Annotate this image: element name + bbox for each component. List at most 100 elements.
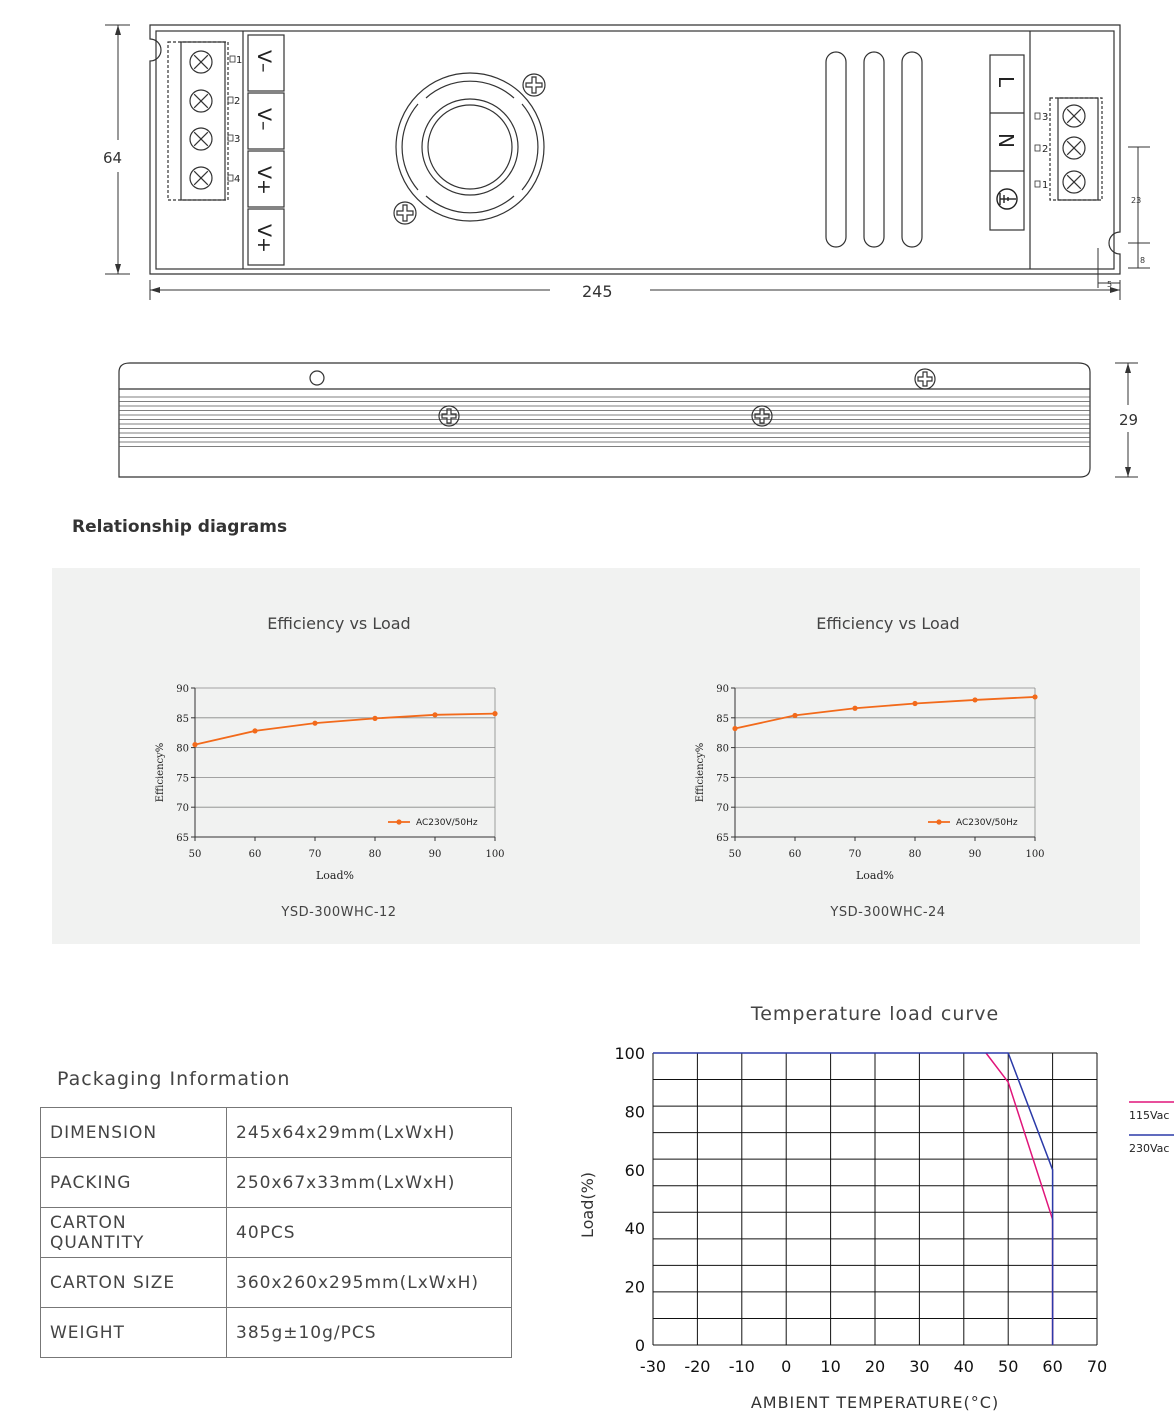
series-line-115vac [985, 1052, 1054, 1345]
legend-label: 115Vac [1129, 1109, 1169, 1122]
x-tick-label: 50 [189, 849, 202, 860]
screw-icon [393, 201, 417, 225]
x-tick-label: -20 [684, 1357, 710, 1376]
screw-icon [914, 368, 936, 390]
data-point [252, 728, 258, 734]
output-label-4: V+ [253, 224, 275, 253]
dim-length-245: 245 [582, 282, 613, 301]
right-terminal-num-1: 1 [1042, 180, 1048, 191]
packaging-key: CARTON QUANTITY [40, 1207, 227, 1258]
data-point [1032, 694, 1038, 700]
screw-icon [438, 405, 460, 427]
x-tick-label: 10 [820, 1357, 840, 1376]
y-tick-label: 40 [625, 1219, 645, 1238]
legend-marker [396, 819, 402, 825]
x-tick-label: 70 [309, 849, 322, 860]
dim-8: 8 [1140, 256, 1145, 265]
x-tick-label: 50 [729, 849, 742, 860]
y-tick-label: 65 [176, 833, 189, 844]
temperature-title: Temperature load curve [750, 1003, 1000, 1025]
x-axis-label: AMBIENT TEMPERATURE(°C) [751, 1393, 999, 1412]
screw-icon [522, 73, 546, 97]
left-terminal-num-4: 4 [234, 174, 240, 185]
input-label-n: N [994, 133, 1018, 148]
packaging-key: DIMENSION [40, 1107, 227, 1158]
legend-label: 230Vac [1129, 1142, 1169, 1155]
output-label-2: V– [253, 108, 275, 131]
dim-5: 5 [1107, 280, 1112, 289]
x-axis-label: Load% [316, 869, 354, 882]
x-tick-label: 80 [909, 849, 922, 860]
legend-marker [936, 819, 942, 825]
x-tick-label: 30 [909, 1357, 929, 1376]
x-tick-label: 40 [954, 1357, 974, 1376]
data-point [852, 705, 858, 711]
y-tick-label: 85 [176, 714, 189, 725]
y-tick-label: 85 [716, 714, 729, 725]
chart-1-model: YSD-300WHC-12 [281, 905, 397, 920]
right-terminal-num-3: 3 [1042, 112, 1048, 123]
series-line [734, 696, 1036, 730]
dim-height-64: 64 [103, 149, 122, 167]
packaging-key: PACKING [40, 1157, 227, 1208]
left-terminal-num-1: 1 [236, 55, 242, 66]
y-tick-label: 20 [625, 1278, 645, 1297]
top-view-drawing: V– V– V+ V+ L N 1 2 3 4 3 2 1 [103, 24, 1150, 301]
left-terminal-num-3: 3 [234, 134, 240, 145]
data-point [192, 742, 198, 748]
data-point [312, 720, 318, 726]
left-terminal-num-2: 2 [234, 96, 240, 107]
terminal-screw-icon [1062, 104, 1086, 128]
y-tick-label: 75 [716, 773, 729, 784]
y-tick-label: 90 [176, 684, 189, 695]
output-label-1: V– [253, 50, 275, 73]
y-axis-label: Load(%) [578, 1172, 597, 1238]
x-tick-label: 70 [1087, 1357, 1107, 1376]
packaging-value: 360x260x295mm(LxWxH) [226, 1257, 512, 1308]
y-tick-label: 70 [716, 803, 729, 814]
data-point [912, 700, 918, 707]
data-point [792, 712, 798, 719]
relationship-panel: Efficiency vs Load YSD-300WHC-12 Efficie… [52, 568, 1140, 944]
terminal-screw-icon [1062, 136, 1086, 160]
x-tick-label: -30 [640, 1357, 666, 1376]
packaging-value: 385g±10g/PCS [226, 1307, 512, 1358]
right-terminal-num-2: 2 [1042, 144, 1048, 155]
ground-icon [996, 188, 1018, 210]
x-tick-label: 80 [369, 849, 382, 860]
x-tick-label: 20 [865, 1357, 885, 1376]
packaging-key: WEIGHT [40, 1307, 227, 1358]
relationship-heading: Relationship diagrams [72, 517, 288, 537]
x-tick-label: 100 [1025, 849, 1044, 860]
input-label-l: L [994, 76, 1018, 88]
dim-23: 23 [1131, 196, 1141, 205]
terminal-screw-icon [1062, 170, 1086, 194]
packaging-key: CARTON SIZE [40, 1257, 227, 1308]
terminal-screw-icon [189, 89, 213, 113]
data-point [372, 715, 378, 721]
x-tick-label: 0 [781, 1357, 791, 1376]
x-axis-label: Load% [856, 869, 894, 882]
y-tick-label: 0 [635, 1336, 645, 1355]
dim-height-29: 29 [1119, 411, 1138, 429]
screw-icon [751, 405, 773, 427]
y-tick-label: 90 [716, 684, 729, 695]
y-tick-label: 80 [625, 1102, 645, 1121]
x-tick-label: -10 [729, 1357, 755, 1376]
chart-2-title: Efficiency vs Load [816, 614, 960, 633]
terminal-screw-icon [189, 166, 213, 190]
y-tick-label: 80 [176, 744, 189, 755]
y-tick-label: 65 [716, 833, 729, 844]
y-tick-label: 80 [716, 744, 729, 755]
x-tick-label: 100 [485, 849, 504, 860]
x-tick-label: 60 [1042, 1357, 1062, 1376]
legend-label: AC230V/50Hz [956, 818, 1018, 828]
packaging-value: 245x64x29mm(LxWxH) [226, 1107, 512, 1158]
